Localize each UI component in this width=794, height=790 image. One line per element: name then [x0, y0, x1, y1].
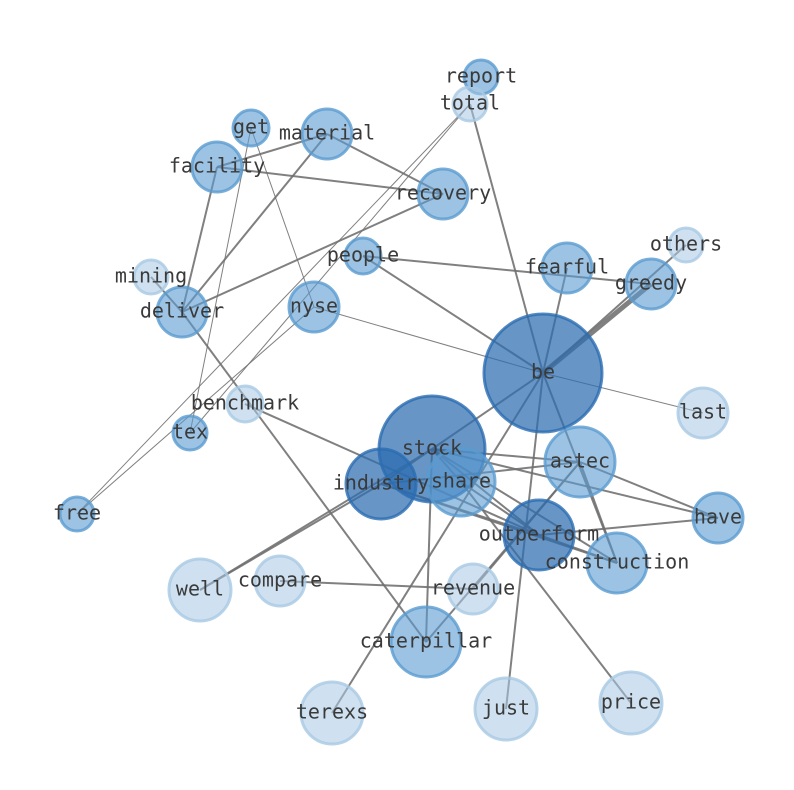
node-others — [667, 226, 705, 264]
node-well — [167, 557, 233, 623]
node-label-revenue: revenue — [431, 576, 515, 600]
node-construction — [585, 531, 649, 595]
node-label-others: others — [650, 232, 722, 256]
node-last — [676, 386, 730, 440]
node-label-tex: tex — [172, 420, 208, 444]
node-label-last: last — [679, 400, 727, 424]
edge-people-greedy — [362, 255, 652, 285]
node-greedy — [624, 257, 678, 311]
node-label-astec: astec — [550, 449, 610, 473]
node-label-fearful: fearful — [525, 255, 609, 279]
node-label-terexs: terexs — [296, 700, 368, 724]
node-terexs — [299, 680, 365, 746]
node-label-stock: stock — [402, 436, 462, 460]
node-caterpillar — [389, 605, 463, 679]
node-recovery — [416, 167, 470, 221]
node-just — [473, 676, 539, 742]
node-industry — [344, 447, 418, 521]
node-label-free: free — [53, 501, 101, 525]
edge-share-price — [460, 481, 632, 704]
node-total — [451, 85, 489, 123]
node-label-construction: construction — [545, 550, 690, 574]
node-label-total: total — [440, 91, 500, 115]
node-compare — [253, 554, 307, 608]
node-facility — [190, 140, 244, 194]
node-label-outperform: outperform — [479, 522, 599, 546]
node-label-industry: industry — [333, 471, 429, 495]
node-label-be: be — [531, 360, 555, 384]
node-layer — [58, 58, 745, 746]
edge-recovery-deliver — [181, 193, 444, 313]
node-label-share: share — [431, 469, 491, 493]
node-label-recovery: recovery — [395, 181, 491, 205]
node-label-greedy: greedy — [615, 271, 687, 295]
node-label-have: have — [694, 505, 742, 529]
node-mining — [132, 258, 170, 296]
edge-total-free — [76, 103, 471, 515]
node-label-deliver: deliver — [140, 299, 224, 323]
node-label-compare: compare — [238, 568, 322, 592]
node-label-nyse: nyse — [290, 294, 338, 318]
edge-facility-recovery — [216, 166, 444, 195]
node-material — [300, 107, 354, 161]
node-benchmark — [225, 384, 265, 424]
node-label-caterpillar: caterpillar — [360, 629, 492, 653]
node-be — [482, 312, 604, 434]
edge-material-deliver — [181, 133, 328, 313]
edge-nyse-free — [76, 306, 315, 515]
node-price — [598, 670, 664, 736]
node-tex — [171, 414, 209, 452]
edge-get-tex — [189, 127, 252, 434]
node-label-material: material — [279, 121, 375, 145]
node-free — [58, 495, 96, 533]
node-label-mining: mining — [115, 264, 187, 288]
node-label-just: just — [482, 696, 530, 720]
node-revenue — [446, 562, 500, 616]
node-label-people: people — [327, 243, 399, 267]
node-share — [425, 446, 497, 518]
node-deliver — [155, 285, 209, 339]
node-outperform — [502, 498, 576, 572]
node-label-price: price — [601, 690, 661, 714]
node-label-get: get — [233, 115, 269, 139]
node-nyse — [287, 280, 341, 334]
node-label-well: well — [176, 577, 224, 601]
edge-deliver-caterpillar — [181, 311, 427, 643]
node-astec — [543, 425, 617, 499]
node-get — [231, 108, 271, 148]
edge-astec-caterpillar — [425, 461, 581, 643]
node-people — [343, 236, 383, 276]
edge-total-tex — [189, 103, 471, 434]
node-label-facility: facility — [169, 154, 265, 178]
edge-compare-revenue — [279, 580, 474, 590]
node-fearful — [540, 241, 594, 295]
edge-be-terexs — [331, 372, 544, 714]
node-have — [691, 491, 745, 545]
node-label-report: report — [445, 64, 517, 88]
node-label-benchmark: benchmark — [191, 391, 299, 415]
